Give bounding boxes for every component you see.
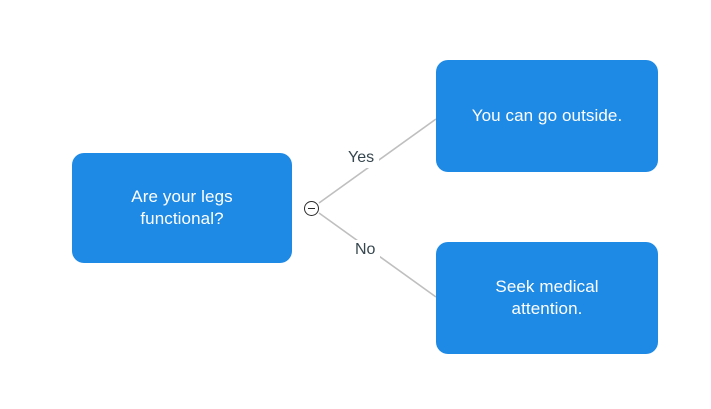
minus-icon bbox=[308, 207, 315, 210]
node-root-label: Are your legs functional? bbox=[131, 187, 233, 228]
node-yes-outcome[interactable]: You can go outside. bbox=[436, 60, 658, 172]
node-no-outcome[interactable]: Seek medical attention. bbox=[436, 242, 658, 354]
node-root-question[interactable]: Are your legs functional? bbox=[72, 153, 292, 263]
collapse-toggle-icon[interactable] bbox=[304, 201, 319, 216]
node-no-label: Seek medical attention. bbox=[495, 277, 599, 318]
node-yes-label: You can go outside. bbox=[471, 106, 623, 125]
edge-label-no: No bbox=[350, 240, 381, 260]
edge-label-yes: Yes bbox=[343, 148, 380, 168]
